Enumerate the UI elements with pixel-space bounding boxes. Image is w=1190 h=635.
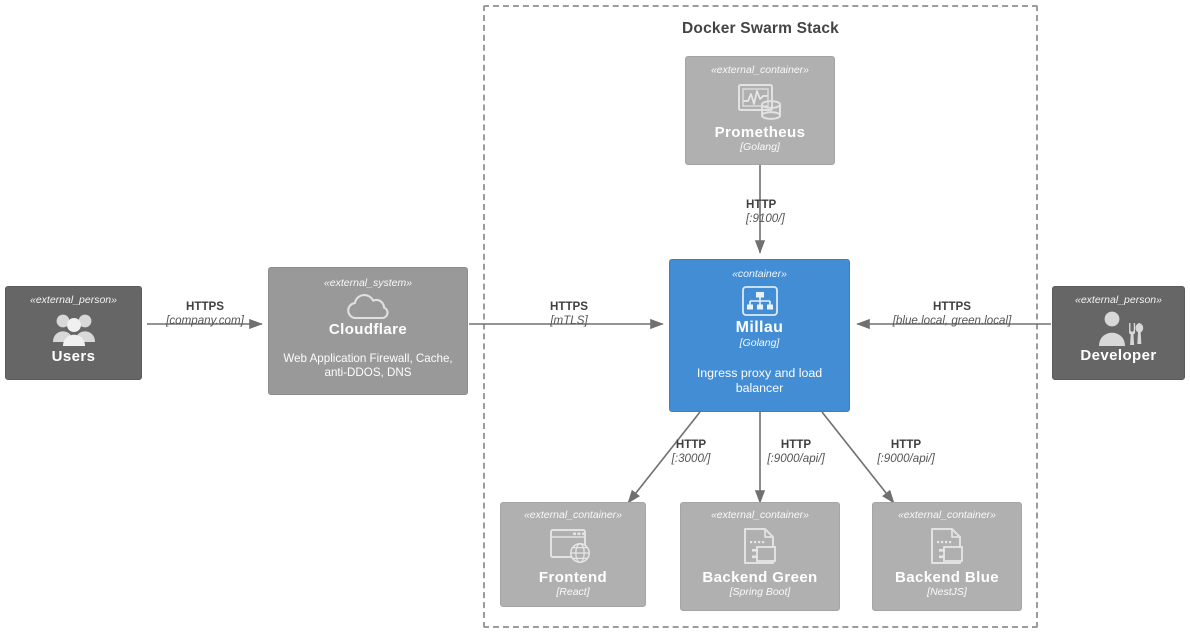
node-name: Users [51,347,96,365]
node-stereotype: «external_person» [1075,294,1162,306]
node-technology: [Golang] [740,140,780,153]
node-developer[interactable]: «external_person» Developer [1052,286,1185,380]
node-stereotype: «external_person» [30,294,117,306]
edge-protocol: HTTP [746,198,777,211]
node-stereotype: «external_container» [897,509,997,521]
cloud-icon [341,293,395,320]
node-name: Backend Green [702,568,818,586]
node-stereotype: «external_container» [710,509,810,521]
component-document-icon [924,527,970,567]
node-cloudflare[interactable]: «external_system» Cloudflare Web Applica… [268,267,468,395]
node-name: Developer [1080,346,1157,364]
browser-globe-icon [547,527,599,567]
edge-label-millau-frontend: HTTP [:3000/] [651,438,731,465]
person-tools-icon [1093,310,1145,346]
node-stereotype: «external_system» [323,277,413,289]
component-document-icon [737,527,783,567]
edge-label-millau-backend-green: HTTP [:9000/api/] [756,438,836,465]
edge-protocol: HTTPS [549,300,588,313]
node-technology: [Golang] [739,336,780,349]
node-millau[interactable]: «container» Millau [Golang] Ingress prox… [669,259,850,412]
boundary-title: Docker Swarm Stack [682,20,839,37]
node-name: Prometheus [714,123,806,141]
node-description: Web Application Firewall, Cache, anti-DD… [283,351,453,380]
edge-technology: [:3000/] [671,451,711,465]
node-name: Backend Blue [895,568,999,586]
load-balancer-icon [741,285,779,317]
node-stereotype: «container» [732,268,787,280]
edge-label-millau-backend-blue: HTTP [:9000/api/] [866,438,946,465]
edge-technology: [:9000/api/] [767,451,825,465]
edge-protocol: HTTPS [185,300,224,313]
node-backend-green[interactable]: «external_container» Backend Green [Spr [680,502,840,611]
monitoring-database-icon [734,82,786,122]
node-frontend[interactable]: «external_container» [500,502,646,607]
node-technology: [React] [556,585,590,598]
node-description: Ingress proxy and load balancer [696,365,823,396]
edge-technology: [:9000/api/] [877,451,935,465]
edge-technology: [blue.local, green.local] [892,313,1012,327]
edge-protocol: HTTPS [932,300,971,313]
node-name: Cloudflare [328,320,408,338]
node-name: Millau [735,318,784,336]
edge-technology: [:9100/] [746,211,785,225]
edge-protocol: HTTP [780,438,812,451]
edge-technology: [mTLS] [550,313,588,327]
node-users[interactable]: «external_person» Users [5,286,142,380]
node-stereotype: «external_container» [710,64,810,76]
people-group-icon [50,312,98,346]
node-stereotype: «external_container» [523,509,623,521]
edge-label-users-cloudflare: HTTPS [company.com] [150,300,260,327]
node-backend-blue[interactable]: «external_container» Backend Blue [Nest [872,502,1022,611]
node-technology: [Spring Boot] [729,585,791,598]
edge-label-developer-millau: HTTPS [blue.local, green.local] [872,300,1032,327]
boundary-docker-swarm-stack [483,5,1038,628]
edge-label-prometheus-millau: HTTP [:9100/] [746,198,826,225]
edge-technology: [company.com] [166,313,244,327]
edge-label-cloudflare-millau: HTTPS [mTLS] [513,300,625,327]
node-name: Frontend [538,568,608,586]
node-prometheus[interactable]: «external_container» Prometheus [Golang] [685,56,835,165]
edge-protocol: HTTP [890,438,922,451]
edge-protocol: HTTP [675,438,707,451]
node-technology: [NestJS] [927,585,967,598]
